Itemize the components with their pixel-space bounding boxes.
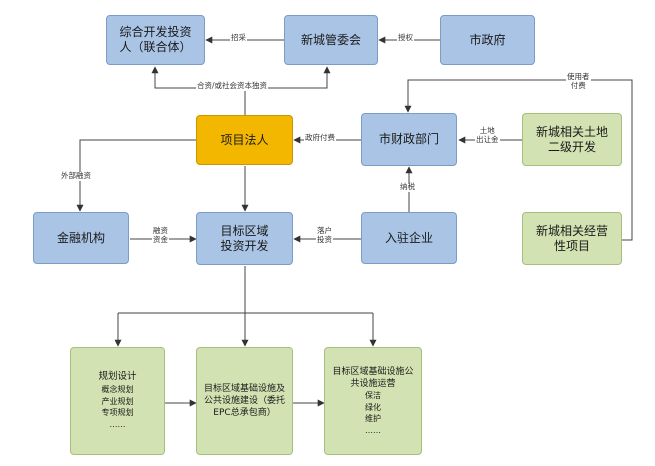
- edge-users-pay: [404, 79, 633, 241]
- node-project-legal-label: 项目法人: [220, 132, 269, 147]
- planning-item: ……: [109, 420, 126, 429]
- node-planning: 规划设计 概念规划 产业规划 专项规划 ……: [70, 347, 165, 455]
- edge-capital-left: [151, 66, 246, 115]
- node-committee: 新城管委会: [284, 15, 378, 65]
- edge-label-users-pay: 使用者 付费: [566, 72, 591, 91]
- node-enterprises: 入驻企业: [361, 212, 457, 264]
- planning-title: 规划设计: [98, 371, 137, 383]
- planning-item: 概念规划: [101, 385, 134, 395]
- edge-label-external-fin: 外部融资: [60, 171, 92, 181]
- operation-item: 绿化: [365, 402, 381, 412]
- edge-label-land-fee-line1: 土地: [479, 126, 495, 135]
- node-finance-dept: 市财政部门: [361, 113, 457, 166]
- edge-label-gov-pay: 政府付费: [304, 133, 336, 143]
- edge-label-capital: 合资/或社会资本独资: [196, 81, 269, 91]
- edge-label-authorize: 授权: [397, 33, 414, 43]
- edge-label-users-pay-line2: 付费: [570, 80, 586, 90]
- edge-label-land-fee: 土地 出让金: [475, 126, 500, 145]
- node-consortium: 综合开发投资人（联合体）: [106, 15, 205, 65]
- node-operating-line2: 性项目: [553, 238, 590, 253]
- node-city-gov-label: 市政府: [469, 32, 506, 47]
- planning-item: 专项规划: [101, 408, 134, 418]
- operation-item: 保洁: [365, 390, 381, 400]
- node-operating-projects: 新城相关经营 性项目: [522, 212, 622, 265]
- node-project-legal: 项目法人: [196, 115, 293, 165]
- edge-label-fin-capital-line1: 融资: [153, 226, 168, 235]
- node-committee-label: 新城管委会: [300, 32, 361, 47]
- operation-item: ……: [365, 425, 381, 435]
- node-land-dev: 新城相关土地 二级开发: [522, 113, 622, 166]
- node-land-dev-line2: 二级开发: [547, 139, 596, 154]
- node-operation: 目标区域基础设施公共设施运营 保洁 绿化 维护 ……: [324, 347, 422, 455]
- edge-label-settle-line1: 落户: [317, 226, 332, 235]
- node-finance-dept-label: 市财政部门: [378, 132, 439, 146]
- node-target-invest-line1: 目标区域: [220, 223, 269, 238]
- edge-label-users-pay-line1: 使用者: [567, 72, 590, 81]
- node-city-gov: 市政府: [440, 15, 535, 65]
- operation-title: 目标区域基础设施公共设施运营: [332, 366, 414, 389]
- node-land-dev-line1: 新城相关土地: [535, 124, 608, 139]
- planning-item: 产业规划: [101, 396, 134, 406]
- edge-label-fin-capital-line2: 资金: [153, 234, 168, 244]
- edge-label-fin-capital: 融资 资金: [152, 226, 169, 245]
- construction-text: 目标区域基础设施及公共设施建设（委托EPC总承包商）: [204, 383, 286, 419]
- edge-external-fin: [76, 139, 196, 212]
- planning-items: 概念规划 产业规划 专项规划 ……: [102, 384, 134, 430]
- edge-label-settle: 落户 投资: [316, 226, 333, 245]
- edge-label-settle-line2: 投资: [317, 234, 332, 244]
- node-financial-inst: 金融机构: [33, 212, 129, 264]
- node-target-invest-line2: 投资开发: [220, 238, 269, 253]
- node-consortium-label: 综合开发投资人（联合体）: [119, 25, 192, 54]
- node-enterprises-label: 入驻企业: [384, 230, 433, 245]
- edge-label-tax: 纳税: [399, 182, 416, 192]
- edge-label-bid: 招采: [230, 33, 247, 43]
- operation-item: 维护: [365, 414, 381, 424]
- node-target-invest: 目标区域 投资开发: [196, 212, 293, 265]
- operation-items: 保洁 绿化 维护 ……: [365, 390, 381, 436]
- node-construction: 目标区域基础设施及公共设施建设（委托EPC总承包商）: [196, 347, 293, 455]
- edge-capital-right: [245, 66, 331, 89]
- node-financial-inst-label: 金融机构: [56, 230, 105, 245]
- edge-label-land-fee-line2: 出让金: [476, 134, 499, 144]
- node-operating-line1: 新城相关经营: [535, 223, 608, 238]
